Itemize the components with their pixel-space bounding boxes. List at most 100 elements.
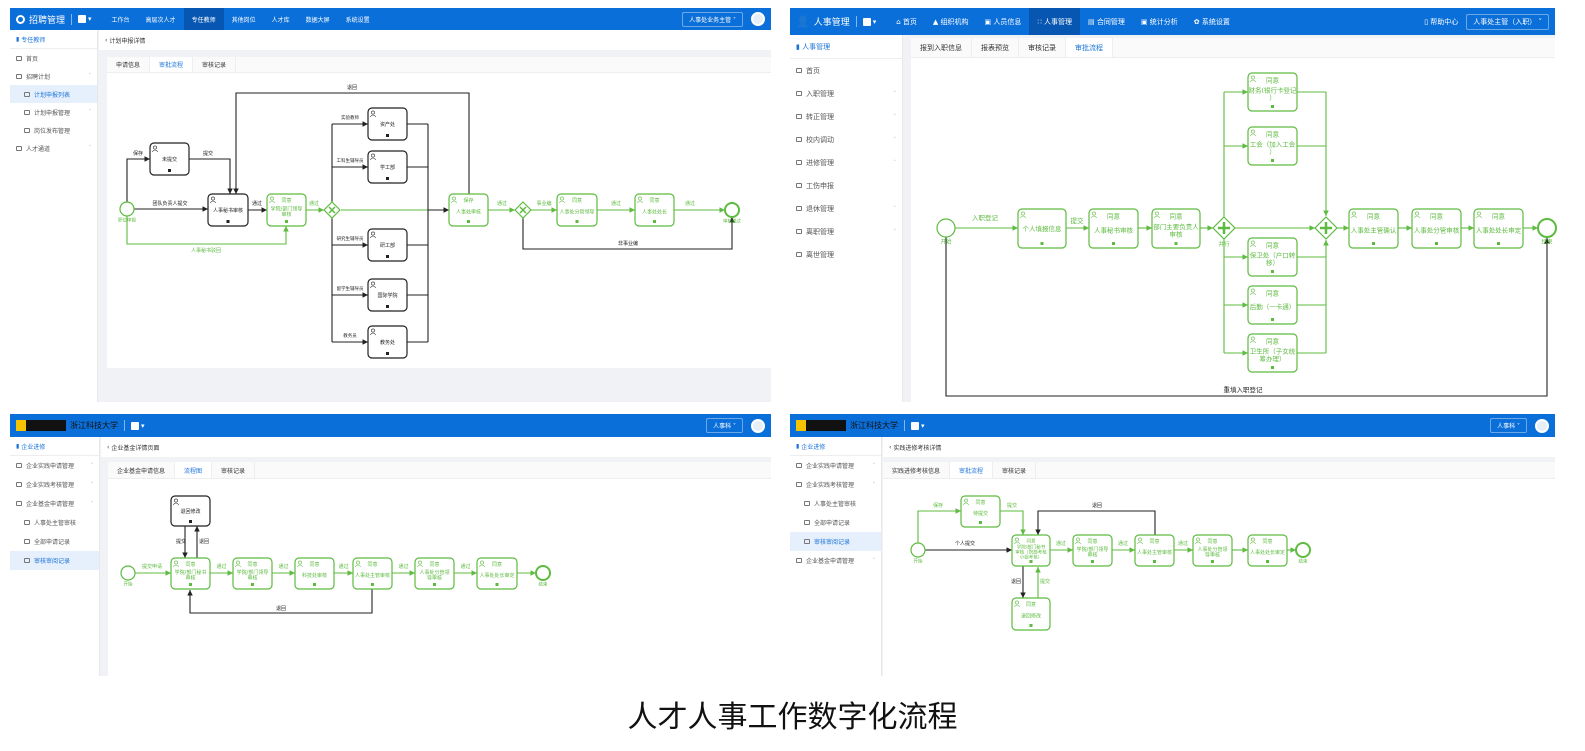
top-nav-bar: 招聘管理 ▾ 工作台 高层次人才 专任教师 其他岗位 人才库 数据大屏 系统设置… <box>10 8 771 30</box>
tab-approval-flow[interactable]: 审批流程 <box>150 57 194 72</box>
sidebar-item-recruit-plan[interactable]: 招聘计划˄ <box>10 67 97 85</box>
chevron-up-icon: ˄ <box>90 500 94 507</box>
breadcrumb-title: 实践进修考核详情 <box>893 444 942 452</box>
tab-fund-info[interactable]: 企业基金申请信息 <box>108 462 176 478</box>
tab-review-records[interactable]: 审核记录 <box>993 462 1037 478</box>
sidebar-item-fund-apply[interactable]: 企业基金申请管理˄ <box>10 494 99 513</box>
breadcrumb[interactable]: ‹ 计划申报详情 <box>99 30 771 50</box>
nav-system-settings[interactable]: 系统设置 <box>345 16 370 24</box>
avatar[interactable] <box>751 418 765 433</box>
help-center-link[interactable]: ▯ 帮助中心 <box>1424 17 1458 27</box>
nav-other-posts[interactable]: 其他岗位 <box>231 16 256 24</box>
nav-home[interactable]: ⌂ 首页 <box>888 8 925 35</box>
role-dropdown[interactable]: 人事科 ˅ <box>706 418 743 433</box>
sidebar-item-practice-assess[interactable]: 企业实践考核管理˅ <box>10 475 99 494</box>
screenshot-recruitment: 招聘管理 ▾ 工作台 高层次人才 专任教师 其他岗位 人才库 数据大屏 系统设置… <box>10 8 771 402</box>
nav-contract[interactable]: ▤ 合同管理 <box>1080 8 1133 35</box>
sidebar-item-plan-manage[interactable]: 计划申报管理˅ <box>10 103 97 121</box>
sidebar-item-injury[interactable]: 工伤申报 <box>790 174 902 197</box>
sidebar-item-home[interactable]: 首页 <box>790 59 902 82</box>
tab-assessment-info[interactable]: 实践进修考核信息 <box>883 462 951 478</box>
app-logo[interactable]: 👤人事管理 <box>790 15 850 28</box>
chevron-down-icon: ˅ <box>893 228 897 235</box>
sidebar-item-deceased[interactable]: 离世管理 <box>790 243 902 266</box>
label: 校内调动 <box>806 135 834 144</box>
sidebar-item-review-log[interactable]: 审核审阅记录 <box>790 532 881 551</box>
tab-approval-flow[interactable]: 审批流程 <box>1066 38 1113 57</box>
role-dropdown[interactable]: 人事处业务主管 ˅ <box>682 11 743 27</box>
monitor-icon <box>796 229 802 234</box>
nav-organization[interactable]: ▲ 组织机构 <box>925 8 977 35</box>
label: 企业实践申请管理 <box>26 463 75 470</box>
sidebar-item-transfer[interactable]: 校内调动˅ <box>790 128 902 151</box>
sidebar: ▮ 企业进修 企业实践申请管理˅ 企业实践考核管理˅ 企业基金申请管理˄ 人事处… <box>10 437 100 676</box>
sidebar-header: ▮ 人事管理 <box>790 35 902 59</box>
tab-review-records[interactable]: 审核记录 <box>1019 38 1066 57</box>
app-switcher[interactable]: ▾ <box>78 15 92 23</box>
sidebar-item-talent-channel[interactable]: 人才通道˅ <box>10 139 97 157</box>
screenshot-practice-assessment: 浙江科技大学 ▾ 人事科 ˅ ▮ 企业进修 企业实践申请管理˅ 企业实践考核管理… <box>790 414 1555 676</box>
sidebar-item-onboarding[interactable]: 入职管理˅ <box>790 82 902 105</box>
sidebar-item-review-log[interactable]: 审核审阅记录 <box>10 551 99 570</box>
role-dropdown[interactable]: 人事科 ˅ <box>1490 418 1527 433</box>
role-dropdown[interactable]: 人事处主管（入职） ˅ <box>1466 13 1549 30</box>
breadcrumb[interactable]: ‹ 企业基金详情页面 <box>101 437 771 457</box>
avatar[interactable] <box>1535 418 1549 433</box>
tab-review-records[interactable]: 审核记录 <box>212 462 256 478</box>
tab-application-info[interactable]: 申请信息 <box>107 57 151 72</box>
tab-report-preview[interactable]: 报表预览 <box>972 38 1019 57</box>
chevron-down-icon: ˅ <box>872 557 876 564</box>
sidebar-item-home[interactable]: 首页 <box>10 49 97 67</box>
app-switcher[interactable]: ▾ <box>911 421 925 430</box>
sidebar-item-hr-review[interactable]: 人事处主管审核 <box>790 494 881 513</box>
school-name: 浙江科技大学 <box>70 421 118 430</box>
avatar[interactable] <box>751 12 765 26</box>
sidebar-item-fund-apply[interactable]: 企业基金申请管理˅ <box>790 551 881 570</box>
sidebar-item-training[interactable]: 进修管理˅ <box>790 151 902 174</box>
monitor-icon <box>804 539 810 544</box>
sidebar-item-practice-apply[interactable]: 企业实践申请管理˅ <box>10 456 99 475</box>
nav-personnel-info[interactable]: ▣ 人员信息 <box>977 8 1030 35</box>
sidebar-item-all-records[interactable]: 全部申请记录 <box>10 532 99 551</box>
search-logo-icon <box>16 14 25 24</box>
home-icon: ⌂ <box>896 17 903 26</box>
nav-settings[interactable]: ✿ 系统设置 <box>1186 8 1238 35</box>
school-logo[interactable]: 浙江科技大学 <box>10 420 118 431</box>
app-switcher[interactable]: ▾ <box>131 421 145 430</box>
app-logo[interactable]: 招聘管理 <box>10 13 65 26</box>
monitor-icon <box>796 183 802 188</box>
tab-flowchart[interactable]: 流程图 <box>175 462 213 478</box>
gear-icon: ✿ <box>1193 17 1202 26</box>
app-switcher[interactable]: ▾ <box>862 17 876 26</box>
nav-data-screen[interactable]: 数据大屏 <box>305 16 330 24</box>
nav-workbench[interactable]: 工作台 <box>111 16 130 24</box>
sidebar-item-plan-list[interactable]: 计划申报列表 <box>10 85 97 103</box>
school-logo[interactable]: 浙江科技大学 <box>790 420 898 431</box>
nav-statistics[interactable]: ▣ 统计分析 <box>1133 8 1186 35</box>
sidebar-item-all-records[interactable]: 全部申请记录 <box>790 513 881 532</box>
chart-icon: ▣ <box>1140 17 1150 26</box>
breadcrumb[interactable]: ‹ 实践进修考核详情 <box>883 437 1555 457</box>
sidebar-item-resignation[interactable]: 离职管理˅ <box>790 220 902 243</box>
tab-onboarding-info[interactable]: 报到入职信息 <box>911 38 972 57</box>
caret-icon: ▾ <box>88 15 92 23</box>
monitor-icon <box>24 558 30 563</box>
nav-high-level-talent[interactable]: 高层次人才 <box>145 16 176 24</box>
label: 企业实践考核管理 <box>806 482 855 489</box>
tab-approval-flow[interactable]: 审批流程 <box>950 462 994 478</box>
sidebar-item-retirement[interactable]: 退休管理˅ <box>790 197 902 220</box>
nav-talent-pool[interactable]: 人才库 <box>271 16 290 24</box>
logo-yellow-block <box>16 420 26 431</box>
sidebar-item-regularization[interactable]: 转正管理˅ <box>790 105 902 128</box>
role-label: 人事科 <box>1497 423 1516 430</box>
sidebar-item-practice-assess[interactable]: 企业实践考核管理˄ <box>790 475 881 494</box>
tab-review-records[interactable]: 审核记录 <box>193 57 237 72</box>
sidebar-item-post-publish[interactable]: 岗位发布管理 <box>10 121 97 139</box>
sidebar-item-hr-review[interactable]: 人事处主管审核 <box>10 513 99 532</box>
label: 人事处主管审核 <box>814 501 857 508</box>
sidebar-item-practice-apply[interactable]: 企业实践申请管理˅ <box>790 456 881 475</box>
nav-full-time-teacher[interactable]: 专任教师 <box>183 8 224 30</box>
figure-caption: 人才人事工作数字化流程 <box>627 700 958 735</box>
label: 组织机构 <box>940 17 969 26</box>
nav-hr-management[interactable]: ∷ 人事管理 <box>1029 8 1081 35</box>
